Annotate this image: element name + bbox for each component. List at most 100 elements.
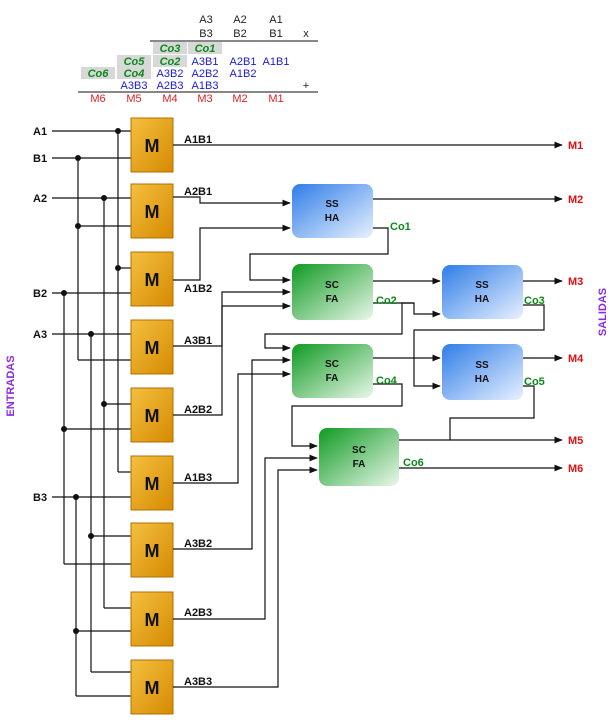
full-adder-1: SC FA bbox=[292, 264, 373, 320]
carry-co1: Co1 bbox=[390, 221, 411, 233]
multiplier-label: M bbox=[145, 678, 160, 698]
multiplier-block-3: M bbox=[130, 251, 174, 307]
outputs-side-label: SALIDAS bbox=[597, 288, 609, 336]
half-adder-2-line1: SS bbox=[475, 280, 489, 291]
table-a3b1: A3B1 bbox=[192, 56, 219, 68]
carry-co5: Co5 bbox=[524, 376, 545, 388]
output-m5: M5 bbox=[568, 435, 583, 447]
table-m4: M4 bbox=[162, 93, 177, 105]
table-a3b3: A3B3 bbox=[121, 80, 148, 92]
multiplier-block-9: M bbox=[130, 659, 174, 715]
table-m2: M2 bbox=[232, 93, 247, 105]
half-adder-2: SS HA bbox=[442, 265, 523, 319]
half-adder-1: SS HA bbox=[292, 184, 373, 238]
product-a1b1: A1B1 bbox=[184, 134, 212, 146]
table-co5: Co5 bbox=[124, 56, 146, 68]
multiplier-block-2: M bbox=[130, 183, 174, 239]
input-b3: B3 bbox=[33, 492, 47, 504]
table-a3: A3 bbox=[199, 14, 212, 26]
table-b2: B2 bbox=[233, 28, 246, 40]
carry-co4: Co4 bbox=[376, 375, 398, 387]
multiplier-block-4: M bbox=[130, 319, 174, 375]
table-co6: Co6 bbox=[88, 68, 110, 80]
full-adder-1-line2: FA bbox=[326, 294, 339, 305]
table-a1b3: A1B3 bbox=[192, 80, 219, 92]
product-a3b1: A3B1 bbox=[184, 335, 212, 347]
full-adder-1-line1: SC bbox=[325, 280, 339, 291]
table-co3: Co3 bbox=[160, 43, 181, 55]
full-adder-3-line1: SC bbox=[352, 445, 366, 456]
multiplication-table: A3 A2 A1 B3 B2 B1 x Co3 Co1 Co5 Co2 A3B1… bbox=[78, 14, 318, 105]
multiplier-label: M bbox=[145, 338, 160, 358]
table-times-sign: x bbox=[303, 28, 309, 40]
multiplier-label: M bbox=[145, 541, 160, 561]
half-adder-1-line2: HA bbox=[325, 213, 339, 224]
table-a2b1: A2B1 bbox=[230, 56, 257, 68]
table-a2b3: A2B3 bbox=[157, 80, 184, 92]
table-m1: M1 bbox=[268, 93, 283, 105]
half-adder-2-line2: HA bbox=[475, 294, 489, 305]
multiplier-label: M bbox=[145, 136, 160, 156]
input-b2: B2 bbox=[33, 288, 47, 300]
output-m1: M1 bbox=[568, 140, 583, 152]
table-co1: Co1 bbox=[195, 43, 216, 55]
multiplier-label: M bbox=[145, 270, 160, 290]
half-adder-3-line1: SS bbox=[475, 360, 489, 371]
adder-wires bbox=[249, 195, 563, 472]
multiplier-block-7: M bbox=[130, 522, 174, 578]
full-adder-3-line2: FA bbox=[353, 459, 366, 470]
table-a1: A1 bbox=[269, 14, 282, 26]
full-adder-2-line2: FA bbox=[326, 373, 339, 384]
table-b1: B1 bbox=[269, 28, 282, 40]
table-a2: A2 bbox=[233, 14, 246, 26]
multiplier-block-5: M bbox=[130, 387, 174, 443]
input-a3: A3 bbox=[33, 329, 47, 341]
full-adder-3: SC FA bbox=[319, 428, 399, 486]
half-adder-3-line2: HA bbox=[475, 374, 489, 385]
table-m6: M6 bbox=[90, 93, 105, 105]
input-a2: A2 bbox=[33, 193, 47, 205]
table-m5: M5 bbox=[126, 93, 141, 105]
table-co2: Co2 bbox=[160, 56, 181, 68]
multiplier-label: M bbox=[145, 610, 160, 630]
input-b1: B1 bbox=[33, 153, 47, 165]
table-b3: B3 bbox=[199, 28, 212, 40]
half-adder-3: SS HA bbox=[442, 344, 523, 400]
output-m4: M4 bbox=[568, 353, 584, 365]
multiplier-label: M bbox=[145, 474, 160, 494]
carry-co2: Co2 bbox=[376, 295, 397, 307]
product-a3b2: A3B2 bbox=[184, 538, 212, 550]
product-a2b3: A2B3 bbox=[184, 607, 212, 619]
multiplier-blocks: M M M M M M M M bbox=[130, 117, 174, 715]
output-m2: M2 bbox=[568, 194, 583, 206]
product-a1b2: A1B2 bbox=[184, 283, 212, 295]
multiplier-label: M bbox=[145, 202, 160, 222]
product-a1b3: A1B3 bbox=[184, 472, 212, 484]
output-m3: M3 bbox=[568, 276, 583, 288]
product-a2b1: A2B1 bbox=[184, 186, 212, 198]
input-a1: A1 bbox=[33, 126, 47, 138]
output-m6: M6 bbox=[568, 463, 583, 475]
table-a1b1: A1B1 bbox=[263, 56, 290, 68]
multiplier-block-1: M bbox=[130, 117, 174, 173]
table-co4: Co4 bbox=[124, 68, 145, 80]
full-adder-2: SC FA bbox=[292, 344, 373, 398]
half-adder-1-line1: SS bbox=[325, 199, 339, 210]
full-adder-2-line1: SC bbox=[325, 359, 339, 370]
carry-co6: Co6 bbox=[403, 457, 424, 469]
product-a2b2: A2B2 bbox=[184, 404, 212, 416]
carry-co3: Co3 bbox=[524, 295, 545, 307]
product-wires bbox=[173, 141, 563, 688]
product-a3b3: A3B3 bbox=[184, 676, 212, 688]
table-a2b2: A2B2 bbox=[192, 68, 219, 80]
table-a3b2: A3B2 bbox=[157, 68, 184, 80]
table-m3: M3 bbox=[197, 93, 212, 105]
multiplier-block-8: M bbox=[130, 591, 174, 647]
multiplier-label: M bbox=[145, 406, 160, 426]
input-wires bbox=[52, 128, 131, 697]
inputs-side-label: ENTRADAS bbox=[5, 355, 17, 416]
multiplier-block-6: M bbox=[130, 455, 174, 511]
table-plus-sign: + bbox=[303, 80, 309, 92]
table-a1b2: A1B2 bbox=[230, 68, 257, 80]
